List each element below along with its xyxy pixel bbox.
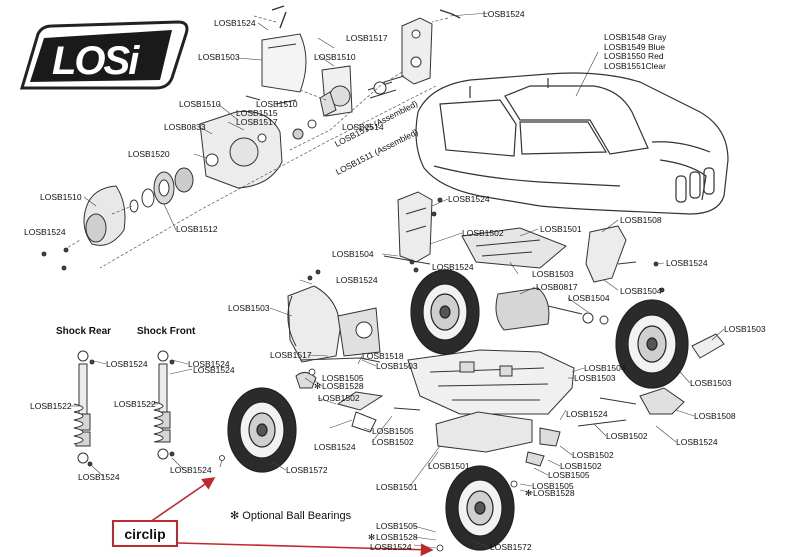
label-losb1524: LOSB1524 bbox=[336, 275, 378, 285]
wheel-front-right bbox=[615, 299, 689, 389]
losi-logo: LOSi bbox=[19, 20, 189, 90]
star-mark: ✻ bbox=[368, 532, 376, 542]
label-losb1502: LOSB1502 bbox=[318, 393, 360, 403]
circlip-callout-box: circlip bbox=[112, 520, 178, 547]
label-losb1514: LOSB1514 bbox=[342, 122, 384, 132]
wheel-rear-left bbox=[410, 269, 480, 355]
label-losb1512: LOSB1512 bbox=[176, 224, 218, 234]
label-losb1503: LOSB1503 bbox=[724, 324, 766, 334]
logo-lettering: LOSi bbox=[52, 39, 140, 83]
label-losb1528: LOSB1528 bbox=[533, 488, 575, 498]
chassis-assembly bbox=[287, 191, 725, 467]
body-color-clear: LOSB1551Clear bbox=[604, 60, 666, 71]
shock-front bbox=[153, 350, 171, 460]
label-losb1503: LOSB1503 bbox=[574, 373, 616, 383]
label-losb1524: LOSB1524 bbox=[666, 258, 708, 268]
label-losb1502: LOSB1502 bbox=[606, 431, 648, 441]
label-losb1517: LOSB1517 bbox=[346, 33, 388, 43]
screws bbox=[41, 197, 665, 552]
label-losb1518: LOSB1518 bbox=[362, 351, 404, 361]
label-losb1503: LOSB1503 bbox=[198, 52, 240, 62]
label-losb0817: LOSB0817 bbox=[536, 282, 578, 292]
label-losb1524: LOSB1524 bbox=[214, 18, 256, 28]
label-losb1524: LOSB1524 bbox=[370, 542, 412, 552]
shock-rear bbox=[73, 350, 91, 464]
label-losb1524: LOSB1524 bbox=[188, 359, 230, 369]
label-losb1505: LOSB1505 bbox=[376, 521, 418, 531]
label-losb1508: LOSB1508 bbox=[694, 411, 736, 421]
label-losb1572: LOSB1572 bbox=[490, 542, 532, 552]
label-losb1528: LOSB1528 bbox=[322, 381, 364, 391]
label-losb1524: LOSB1524 bbox=[78, 472, 120, 482]
label-losb1515: LOSB1515 bbox=[236, 108, 278, 118]
wheel-rear-bottom bbox=[227, 387, 297, 473]
label-losb1501: LOSB1501 bbox=[428, 461, 470, 471]
label-losb1524: LOSB1524 bbox=[483, 9, 525, 19]
label-losb0833: LOSB0833 bbox=[164, 122, 206, 132]
label-losb1501: LOSB1501 bbox=[376, 482, 418, 492]
label-losb1524: LOSB1524 bbox=[106, 359, 148, 369]
label-losb1510: LOSB1510 bbox=[40, 192, 82, 202]
label-losb1524: LOSB1524 bbox=[24, 227, 66, 237]
label-losb1505: LOSB1505 bbox=[532, 481, 574, 491]
label-losb1502: LOSB1502 bbox=[560, 461, 602, 471]
circlip-label: circlip bbox=[124, 525, 166, 542]
leader-lines bbox=[70, 12, 725, 549]
label-losb1504: LOSB1504 bbox=[568, 293, 610, 303]
label-losb1510: LOSB1510 bbox=[314, 52, 356, 62]
label-losb1524: LOSB1524 bbox=[432, 262, 474, 272]
label-losb1502: LOSB1502 bbox=[462, 228, 504, 238]
label-losb1510: LOSB1510 bbox=[256, 99, 298, 109]
label-losb1572: LOSB1572 bbox=[286, 465, 328, 475]
label-losb1528: LOSB1528 bbox=[376, 532, 418, 542]
guide-lines bbox=[63, 15, 449, 269]
label-losb1504: LOSB1504 bbox=[620, 286, 662, 296]
body-color-blue: LOSB1549 Blue bbox=[604, 41, 665, 52]
label-losb1505: LOSB1505 bbox=[548, 470, 590, 480]
label-losb1502: LOSB1502 bbox=[572, 450, 614, 460]
label-losb1503: LOSB1503 bbox=[376, 361, 418, 371]
transmission-assembly bbox=[83, 5, 461, 246]
label-losb1508: LOSB1508 bbox=[620, 215, 662, 225]
label-losb1503: LOSB1503 bbox=[228, 303, 270, 313]
label-losb1524: LOSB1524 bbox=[170, 465, 212, 475]
star-mark: ✻ bbox=[525, 488, 533, 498]
label-losb1517: LOSB1517 bbox=[236, 117, 278, 127]
body-color-red: LOSB1550 Red bbox=[604, 51, 664, 61]
label-losb1501: LOSB1501 bbox=[540, 224, 582, 234]
label-losb1502: LOSB1502 bbox=[372, 437, 414, 447]
wheels bbox=[227, 269, 689, 551]
shock-front-heading: Shock Front bbox=[137, 326, 196, 337]
body-color-options: LOSB1548 Gray LOSB1549 Blue LOSB1550 Red… bbox=[604, 32, 667, 71]
label-losb1524: LOSB1524 bbox=[448, 194, 490, 204]
label-losb1504: LOSB1504 bbox=[332, 249, 374, 259]
label-losb1522: LOSB1522 bbox=[114, 399, 156, 409]
label-losb1524: LOSB1524 bbox=[676, 437, 718, 447]
wheel-front-bottom bbox=[445, 465, 515, 551]
label-losb1524: LOSB1524 bbox=[566, 409, 608, 419]
star-mark: ✻ bbox=[314, 381, 322, 391]
label-losb1517: LOSB1517 bbox=[270, 350, 312, 360]
shock-rear-heading: Shock Rear bbox=[56, 326, 112, 337]
circlip-callout-arrows bbox=[149, 477, 434, 557]
label-losb1524: LOSB1524 bbox=[193, 365, 235, 375]
truck-body bbox=[415, 72, 729, 215]
label-losb1503: LOSB1503 bbox=[532, 269, 574, 279]
label-losb1524: LOSB1524 bbox=[314, 442, 356, 452]
label-losb1510: LOSB1510 bbox=[179, 99, 221, 109]
label-losb1522: LOSB1522 bbox=[30, 401, 72, 411]
label-losb1505: LOSB1505 bbox=[372, 426, 414, 436]
label-losb1503: LOSB1503 bbox=[690, 378, 732, 388]
optional-ball-bearings-note: ✻ Optional Ball Bearings bbox=[230, 510, 352, 522]
body-color-gray: LOSB1548 Gray bbox=[604, 32, 667, 42]
label-losb1520: LOSB1520 bbox=[128, 149, 170, 159]
label-losb1504: LOSB1504 bbox=[584, 363, 626, 373]
label-losb1505: LOSB1505 bbox=[322, 373, 364, 383]
